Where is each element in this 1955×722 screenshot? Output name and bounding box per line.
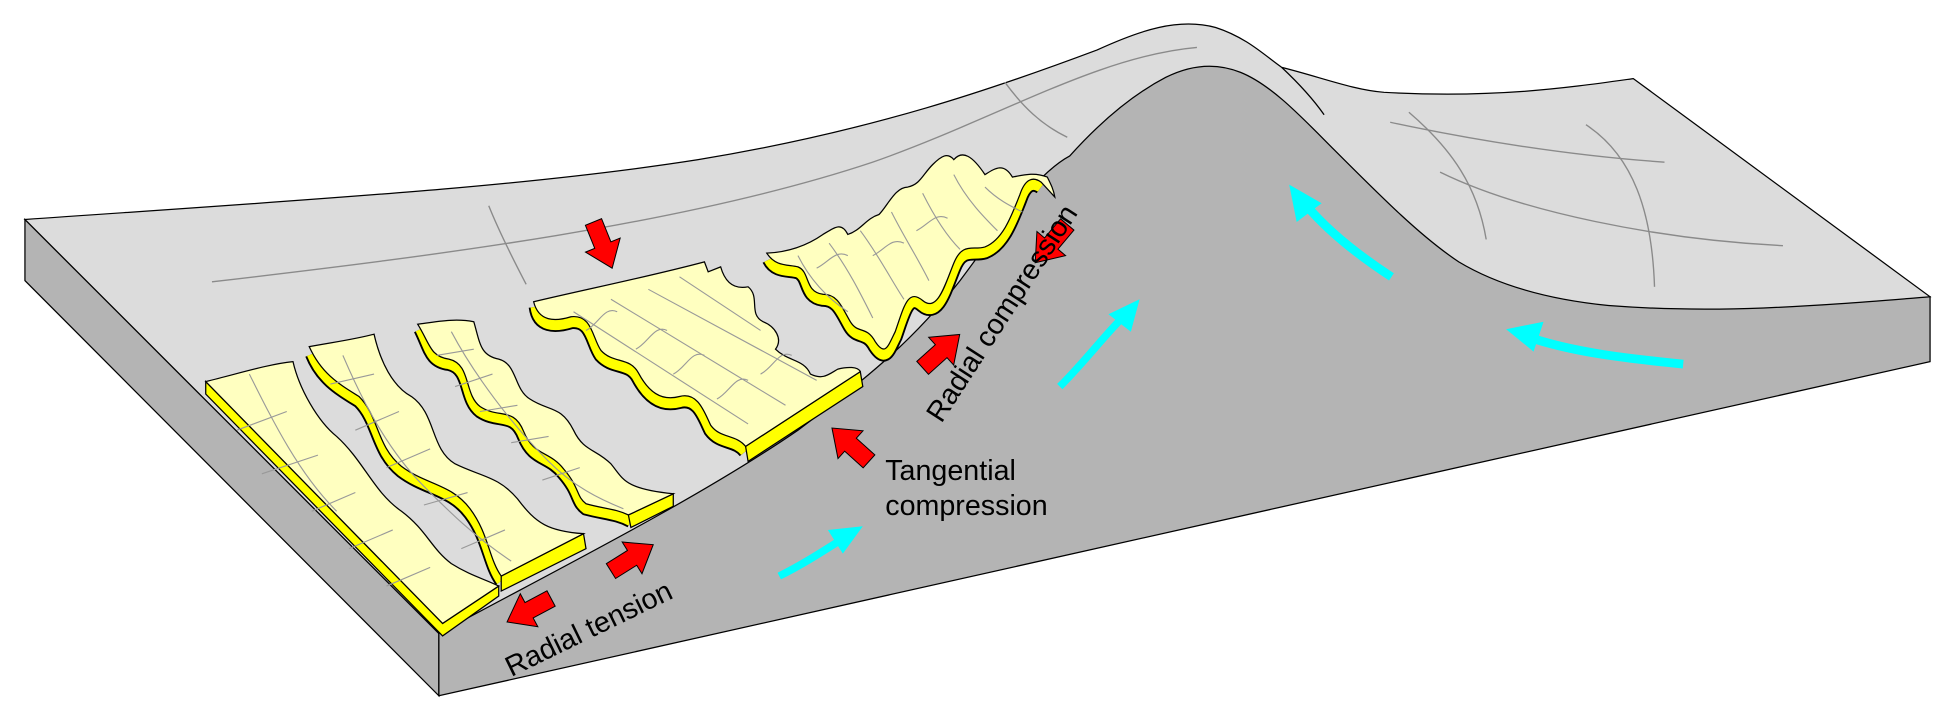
cyan-arrow-icon xyxy=(1289,184,1394,281)
flow-arrows xyxy=(777,184,1684,580)
label-tangential-line2: compression xyxy=(885,490,1047,522)
fold-strip-3 xyxy=(413,319,676,529)
label-tangential-line1: Tangential xyxy=(885,455,1016,487)
fold-strip-4 xyxy=(528,261,864,463)
cyan-arrow-icon xyxy=(777,526,863,580)
fold-strip-1 xyxy=(204,360,500,637)
cyan-arrow-icon xyxy=(1057,299,1140,390)
surface-crevasse-lines xyxy=(211,46,1783,287)
fold-strip-2 xyxy=(305,333,587,593)
cyan-arrow-icon xyxy=(1506,321,1684,369)
ridge-edge xyxy=(1281,66,1325,116)
fold-strip-5 xyxy=(762,154,1056,362)
